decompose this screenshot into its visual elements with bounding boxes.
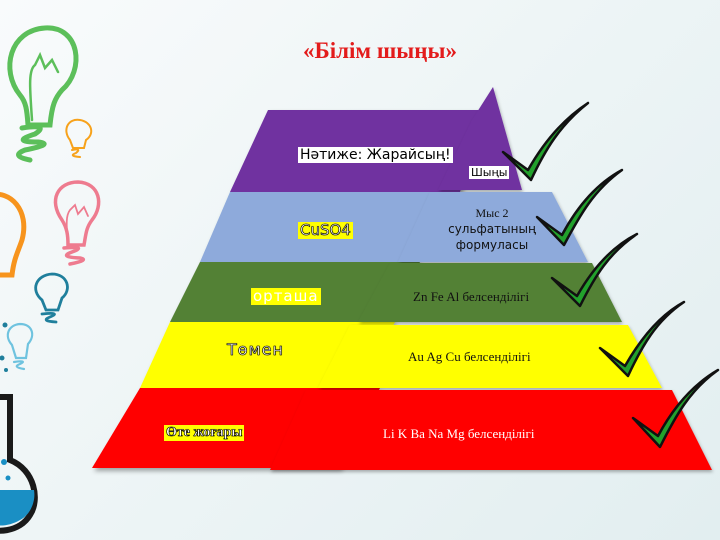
lightbulb-green-icon bbox=[7, 25, 79, 163]
bubble-dots-icon bbox=[0, 322, 8, 372]
slide-title: «Білім шыңы» bbox=[303, 38, 457, 63]
band-level1-right bbox=[438, 87, 522, 190]
checkmark-icon bbox=[501, 101, 590, 182]
label-level2-left: CuSO4 bbox=[298, 221, 353, 239]
checkmark-icon bbox=[535, 168, 624, 247]
pyramid-right bbox=[270, 87, 712, 470]
label-level5-right: Li K Ba Na Mg белсенділігі bbox=[383, 426, 535, 441]
checkmark-icon bbox=[550, 232, 639, 308]
band-level3-right bbox=[358, 263, 622, 322]
lightbulb-orange-small-icon bbox=[65, 118, 93, 158]
band-level4-right bbox=[318, 325, 662, 388]
band-level5-right bbox=[270, 390, 712, 470]
label-level2-right-line3: формуласы bbox=[455, 238, 529, 252]
label-level1-right: Шыңы bbox=[469, 166, 510, 179]
label-level1-left: Нәтиже: Жарайсың! bbox=[298, 147, 453, 163]
label-level4-left: Төмен bbox=[227, 340, 284, 359]
label-level2-right: Мыс 2 сульфатының формуласы bbox=[448, 205, 536, 253]
lightbulb-blue-icon bbox=[34, 272, 69, 324]
label-level5-left: Өте жоғары bbox=[164, 425, 245, 441]
checkmark-icon bbox=[598, 300, 686, 378]
label-level2-right-line2: сульфатының bbox=[448, 222, 536, 236]
flask-icon bbox=[0, 394, 38, 534]
lightbulb-lightblue-icon bbox=[6, 322, 34, 371]
checkmarks bbox=[501, 101, 720, 449]
label-level4-right: Au Ag Cu белсенділігі bbox=[408, 349, 531, 364]
label-level3-left: орташа bbox=[251, 287, 321, 305]
checkmark-icon bbox=[631, 368, 720, 449]
label-level2-right-line1: Мыс 2 bbox=[475, 206, 509, 220]
lightbulb-orange-icon bbox=[0, 192, 27, 278]
lightbulb-pink-icon bbox=[53, 180, 101, 266]
label-level3-right: Zn Fe Al белсенділігі bbox=[413, 289, 530, 304]
band-level2-right bbox=[398, 192, 588, 262]
